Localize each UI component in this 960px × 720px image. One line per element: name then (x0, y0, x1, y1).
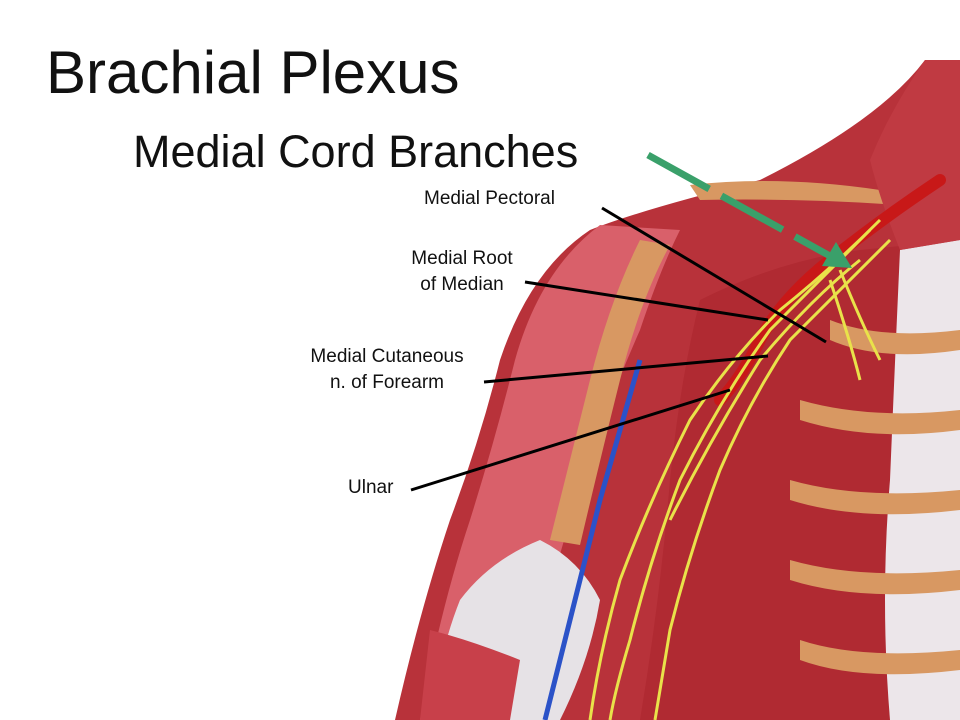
label-medial-root-median: Medial Root of Median (392, 246, 532, 298)
humerus-bone (550, 240, 670, 545)
arm-muscle-lower (420, 630, 520, 720)
leader-medial-cutaneous (483, 354, 769, 384)
slide-subtitle: Medial Cord Branches (133, 126, 579, 177)
label-ulnar: Ulnar (348, 475, 393, 501)
pointer-arrow (646, 151, 852, 268)
label-medial-root-line2: of Median (420, 274, 504, 295)
label-medial-pectoral-text: Medial Pectoral (424, 188, 555, 209)
leader-medial-pectoral (601, 206, 827, 344)
neck-area (870, 60, 960, 250)
brachial-vein (542, 359, 643, 720)
label-medial-cutaneous-line2: n. of Forearm (329, 372, 445, 393)
ribs (790, 320, 960, 675)
label-medial-cutaneous: Medial Cutaneous n. of Forearm (284, 344, 490, 396)
brachial-plexus-nerves (588, 218, 892, 720)
label-medial-cutaneous-line1: Medial Cutaneous (310, 346, 464, 367)
leader-ulnar (410, 388, 731, 492)
sternum-cartilage (885, 240, 960, 720)
slide-title: Brachial Plexus (46, 39, 460, 106)
label-medial-pectoral: Medial Pectoral (424, 186, 555, 212)
label-ulnar-text: Ulnar (348, 477, 394, 498)
leader-lines (410, 206, 827, 492)
leader-medial-root-median (524, 280, 769, 322)
clavicle-bone (690, 181, 900, 205)
label-medial-root-line1: Medial Root (411, 248, 513, 269)
